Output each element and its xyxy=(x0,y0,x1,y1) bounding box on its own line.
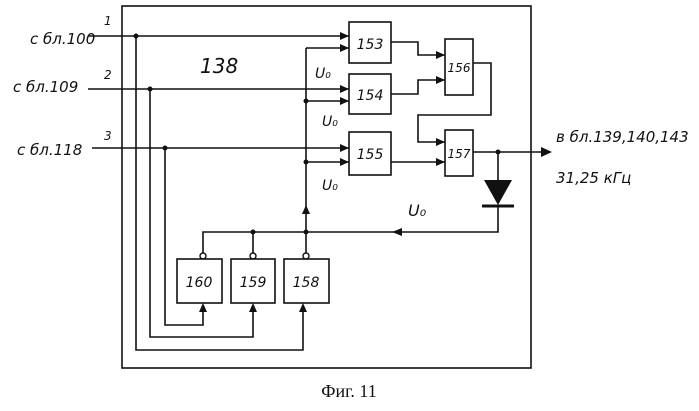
input-2-source: с бл.109 xyxy=(13,78,78,96)
block-156-label: 156 xyxy=(448,61,471,75)
output-line xyxy=(473,147,552,157)
block-159-label: 159 xyxy=(240,275,267,291)
input-lines xyxy=(88,32,349,152)
output-destination: в бл.139,140,143 xyxy=(556,128,689,146)
u0-label-4: U₀ xyxy=(408,201,427,220)
block-138-label: 138 xyxy=(200,54,238,78)
input-3-source: с бл.118 xyxy=(17,141,82,159)
input-1-number: 1 xyxy=(104,14,112,28)
feedback-bus xyxy=(200,230,396,260)
input-1-source: с бл.100 xyxy=(30,30,95,48)
block-157-label: 157 xyxy=(448,147,471,161)
block-154-label: 154 xyxy=(357,88,384,104)
u0-label-3: U₀ xyxy=(322,178,338,194)
figure-caption: Фиг. 11 xyxy=(321,381,377,401)
output-frequency: 31,25 кГц xyxy=(556,169,631,187)
block-155-label: 155 xyxy=(357,147,384,163)
block-153-label: 153 xyxy=(357,37,384,53)
input-3-number: 3 xyxy=(104,129,112,143)
links-to-156 xyxy=(391,42,445,94)
u0-label-1: U₀ xyxy=(315,66,331,82)
block-158-label: 158 xyxy=(293,275,320,291)
block-160-label: 160 xyxy=(186,275,213,291)
u0-label-2: U₀ xyxy=(322,114,338,130)
input-2-number: 2 xyxy=(104,68,112,82)
